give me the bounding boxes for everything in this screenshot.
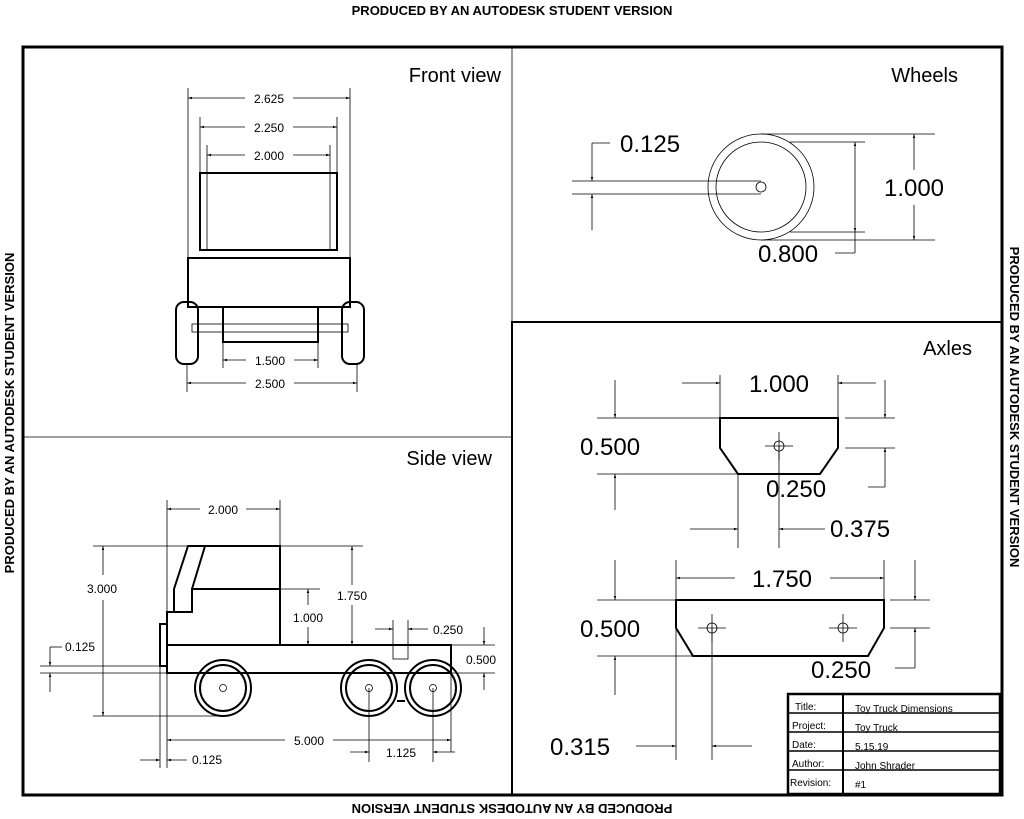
- date-label: Date:: [792, 740, 816, 751]
- axles-view: Axles: [550, 338, 972, 761]
- watermark-top: PRODUCED BY AN AUTODESK STUDENT VERSION: [352, 3, 673, 18]
- side-view: Side view: [40, 448, 496, 768]
- title-label: Title:: [795, 702, 816, 713]
- title-block-row: Title: Toy Truck Dimensions: [795, 702, 953, 715]
- date-value: 5.15.19: [855, 742, 889, 753]
- wheels-view: Wheels 0.125 1.000 0.800: [572, 65, 958, 268]
- dim-label: 0.500: [466, 653, 496, 667]
- title-block-row: Author: John Shrader: [792, 759, 916, 772]
- side-view-truck: [159, 545, 462, 717]
- dim-label: 1.750: [337, 589, 367, 603]
- dim-label: 0.500: [580, 616, 640, 643]
- dim-label: 2.000: [208, 503, 238, 517]
- watermark-right: PRODUCED BY AN AUTODESK STUDENT VERSION: [1007, 247, 1022, 568]
- dim-label: 1.125: [386, 746, 416, 760]
- dim-label: 1.000: [293, 611, 323, 625]
- title-block-row: Date: 5.15.19: [792, 740, 889, 753]
- title-block: Title: Toy Truck Dimensions Project: Toy…: [786, 692, 1002, 796]
- project-label: Project:: [792, 721, 826, 732]
- dim-label: 0.315: [550, 734, 610, 761]
- dim-label: 1.000: [749, 371, 809, 398]
- dim-label: 1.000: [884, 175, 944, 202]
- axles-title: Axles: [923, 338, 972, 360]
- title-block-row: Revision: #1: [790, 778, 867, 791]
- front-view-dimensions: 2.625 2.250 2.000 1.500 2.500: [186, 88, 358, 392]
- author-label: Author:: [792, 759, 824, 770]
- dim-label: 0.375: [830, 516, 890, 543]
- dim-label: 0.250: [433, 623, 463, 637]
- title-value: Toy Truck Dimensions: [855, 704, 953, 715]
- dim-label: 1.750: [752, 566, 812, 593]
- dim-label: 2.500: [255, 377, 285, 391]
- dim-label: 2.000: [254, 149, 284, 163]
- front-view-truck: [175, 172, 365, 365]
- wheels-title: Wheels: [891, 65, 958, 87]
- side-view-dimensions: 2.000 3.000 1.750 1.000 0.250 0.125 0.50…: [40, 500, 496, 768]
- wheels-dimensions: 0.125 1.000 0.800: [590, 131, 944, 268]
- dim-label: 0.125: [65, 640, 95, 654]
- dim-label: 2.250: [254, 121, 284, 135]
- wheel-drawing: [572, 133, 815, 241]
- sheet-frame: [21, 45, 1004, 797]
- dim-label: 3.000: [87, 582, 117, 596]
- watermark-left: PRODUCED BY AN AUTODESK STUDENT VERSION: [2, 253, 17, 574]
- axle-long: [675, 599, 885, 657]
- watermark-bottom: PRODUCED BY AN AUTODESK STUDENT VERSION: [352, 801, 673, 816]
- dim-label: 0.500: [580, 434, 640, 461]
- dim-label: 0.250: [766, 476, 826, 503]
- axles-dimensions: 1.000 0.500 0.250 0.375 1.750 0.500 0.25…: [550, 371, 930, 761]
- dim-label: 0.125: [620, 131, 680, 158]
- revision-value: #1: [855, 780, 867, 791]
- dim-label: 5.000: [294, 734, 324, 748]
- title-block-row: Project: Toy Truck: [792, 721, 899, 734]
- dim-label: 0.800: [758, 241, 818, 268]
- project-value: Toy Truck: [855, 723, 899, 734]
- dim-label: 1.500: [255, 354, 285, 368]
- dim-label: 0.125: [192, 753, 222, 767]
- dim-label: 0.250: [811, 657, 871, 684]
- dim-label: 2.625: [254, 92, 284, 106]
- front-view-title: Front view: [409, 65, 502, 87]
- front-view: Front view 2.625 2.250 2.000: [175, 65, 502, 392]
- side-view-title: Side view: [406, 448, 492, 470]
- revision-label: Revision:: [790, 778, 831, 789]
- author-value: John Shrader: [855, 761, 916, 772]
